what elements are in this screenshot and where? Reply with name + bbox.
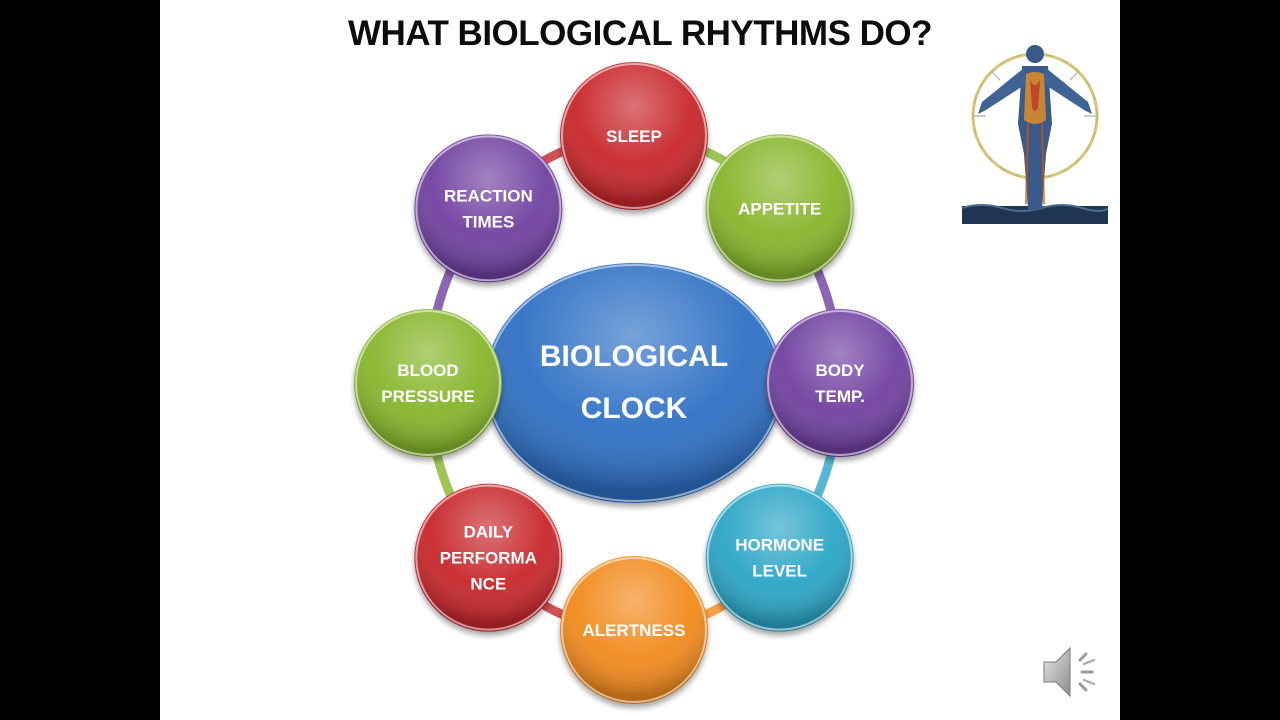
node-label: DAILY	[464, 523, 514, 542]
node-hormone-level: HORMONE LEVEL	[705, 483, 854, 632]
node-alertness: ALERTNESS	[560, 556, 708, 704]
node-rim	[706, 484, 853, 631]
node-shine	[560, 556, 708, 704]
node-label: BODY	[815, 361, 865, 380]
node-label: BLOOD	[397, 361, 458, 380]
node-label: PRESSURE	[381, 387, 475, 406]
node-label: PERFORMA	[440, 549, 537, 568]
node-label: TIMES	[462, 212, 514, 231]
node-rim	[561, 63, 707, 209]
node-blood-pressure: BLOOD PRESSURE	[354, 309, 502, 457]
node-label: TEMP.	[815, 387, 865, 406]
node-label: REACTION	[444, 186, 533, 205]
node-shine	[414, 483, 563, 632]
node-shine	[354, 309, 502, 457]
node-reaction-times: REACTION TIMES	[414, 134, 563, 283]
node-label: HORMONE	[735, 536, 824, 555]
node-rim	[561, 557, 707, 703]
center-node: BIOLOGICAL CLOCK	[485, 263, 783, 503]
node-shine	[414, 134, 563, 283]
rhythm-nodes: SLEEP APPETITE BODY TEMP. HORMONE LEVEL ALERTN…	[354, 62, 914, 704]
node-label: SLEEP	[606, 127, 662, 146]
node-rim	[355, 310, 501, 456]
node-shine	[705, 483, 854, 632]
center-shine	[485, 263, 783, 503]
node-label: APPETITE	[738, 199, 821, 218]
vitruvian-body-clock-icon	[962, 24, 1108, 224]
node-appetite: APPETITE	[705, 134, 854, 283]
node-shine	[705, 134, 854, 283]
slide-title: WHAT BIOLOGICAL RHYTHMS DO?	[347, 14, 933, 53]
node-rim	[767, 310, 913, 456]
center-label-line-1: BIOLOGICAL	[540, 340, 728, 373]
biological-clock-diagram: BIOLOGICAL CLOCK SLEEP APPETITE BODY TEMP. H…	[354, 62, 914, 704]
node-rim	[706, 135, 853, 282]
node-shine	[766, 309, 914, 457]
node-label: LEVEL	[752, 562, 807, 581]
node-rim	[415, 484, 562, 631]
center-label-line-2: CLOCK	[581, 392, 688, 425]
speaker-icon[interactable]	[1040, 640, 1104, 704]
node-daily-performance: DAILY PERFORMA NCE	[414, 483, 563, 632]
node-sleep: SLEEP	[560, 62, 708, 210]
node-rim	[415, 135, 562, 282]
slide: WHAT BIOLOGICAL RHYTHMS DO? BIOLOGICAL C…	[160, 0, 1120, 720]
node-label: ALERTNESS	[583, 621, 686, 640]
node-label: NCE	[470, 575, 506, 594]
node-body-temp: BODY TEMP.	[766, 309, 914, 457]
node-shine	[560, 62, 708, 210]
